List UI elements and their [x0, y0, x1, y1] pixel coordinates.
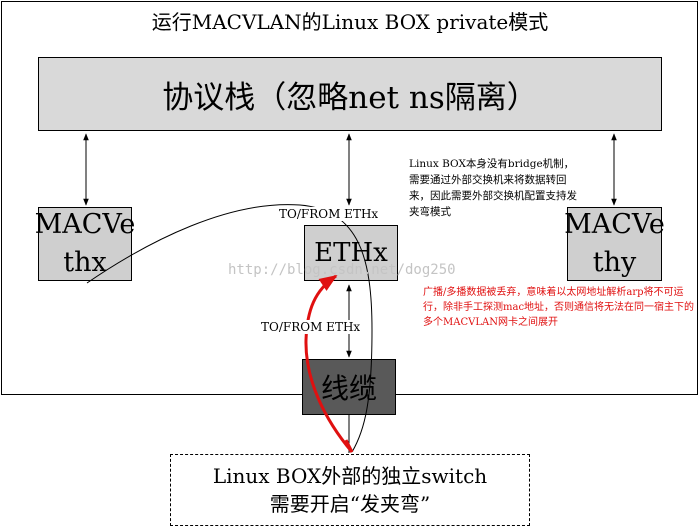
protocol-stack-box: 协议栈（忽略net ns隔离）	[38, 57, 662, 131]
macveth-right-line1: MACVe	[564, 209, 665, 240]
to-from-ethx-top-label: TO/FROM ETHx	[277, 207, 381, 221]
switch-line2: 需要开启“发夹弯”	[269, 492, 431, 516]
ethx-box: ETHx	[304, 225, 398, 281]
macveth-right-box: MACVe thy	[564, 207, 665, 281]
broadcast-note: 广播/多播数据被丢弃，意味着以太网地址解析arp将不可运行，除非手工探测mac地…	[423, 287, 695, 328]
cable-box: 线缆	[302, 359, 396, 415]
hairpin-curve-red	[304, 274, 354, 453]
macveth-left-line2: thx	[63, 247, 107, 278]
watermark: http://blog.csdn.net/dog250	[228, 262, 456, 278]
bridge-note: Linux BOX本身没有bridge机制，需要通过外部交换机来将数据转回来，因…	[409, 158, 577, 218]
macveth-left-box: MACVe thx	[35, 207, 135, 281]
hairpin-curve-black	[86, 204, 373, 453]
macveth-left-line1: MACVe	[34, 209, 136, 240]
to-from-ethx-bottom-label: TO/FROM ETHx	[259, 320, 363, 334]
switch-line1: Linux BOX外部的独立switch	[212, 464, 488, 488]
diagram-title: 运行MACVLAN的Linux BOX private模式	[151, 10, 549, 34]
red-arrow-tail	[344, 439, 354, 453]
external-switch-box: Linux BOX外部的独立switch 需要开启“发夹弯”	[170, 454, 530, 526]
macveth-right-line2: thy	[592, 247, 637, 278]
